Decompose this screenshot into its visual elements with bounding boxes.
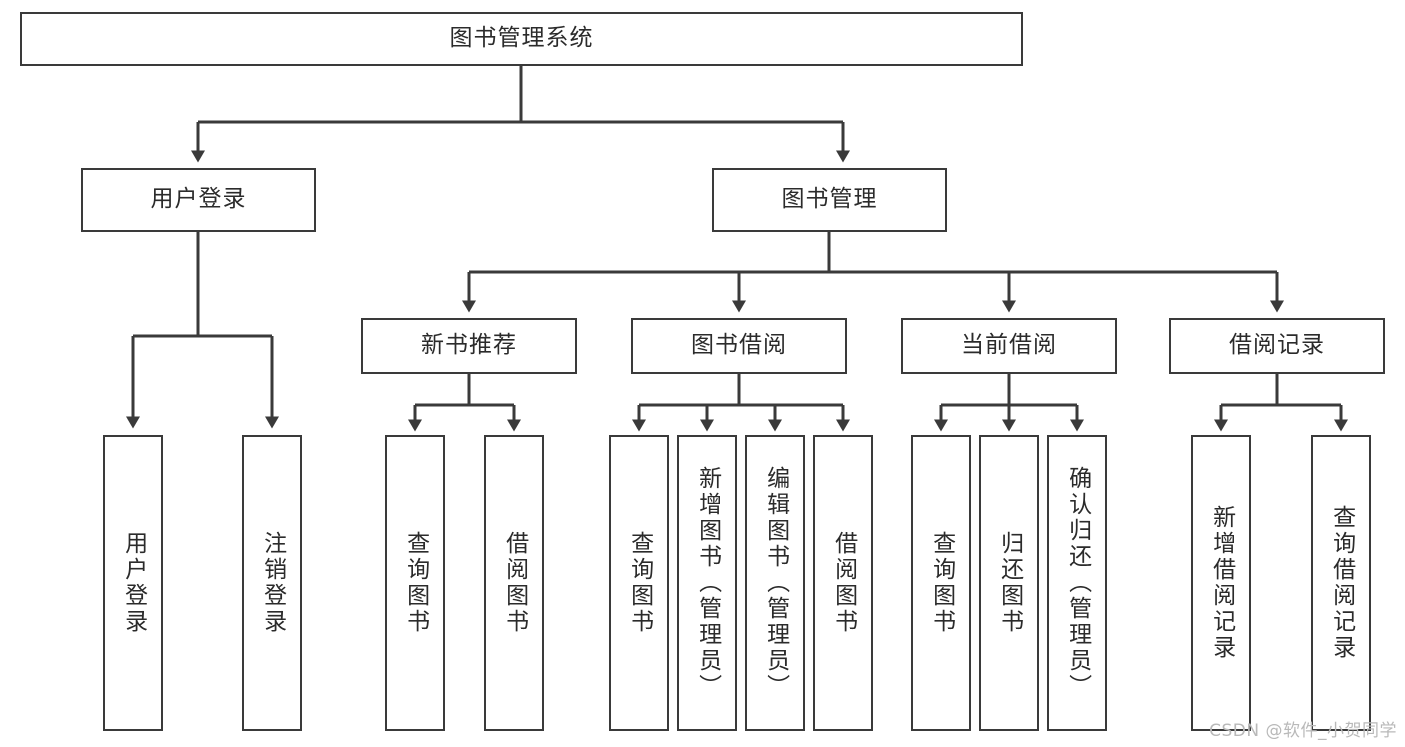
- node-leaf-user-login[interactable]: 用户登录: [103, 435, 163, 731]
- node-leaf-rec-query-label: 查询图书: [402, 531, 429, 635]
- node-leaf-logout[interactable]: 注销登录: [242, 435, 302, 731]
- node-leaf-borrow-do-label: 借阅图书: [830, 531, 857, 635]
- node-new-book-rec[interactable]: 新书推荐: [361, 318, 577, 374]
- node-leaf-cur-query[interactable]: 查询图书: [911, 435, 971, 731]
- node-leaf-rec-add[interactable]: 新增借阅记录: [1191, 435, 1251, 731]
- node-leaf-rec-borrow-label: 借阅图书: [501, 531, 528, 635]
- node-leaf-borrow-do[interactable]: 借阅图书: [813, 435, 873, 731]
- node-root-label: 图书管理系统: [449, 25, 594, 52]
- node-leaf-cur-return[interactable]: 归还图书: [979, 435, 1039, 731]
- node-leaf-borrow-add[interactable]: 新增图书（管理员）: [677, 435, 737, 731]
- node-current-borrow[interactable]: 当前借阅: [901, 318, 1117, 374]
- node-borrow-record[interactable]: 借阅记录: [1169, 318, 1385, 374]
- node-leaf-cur-confirm[interactable]: 确认归还（管理员）: [1047, 435, 1107, 731]
- node-leaf-borrow-edit[interactable]: 编辑图书（管理员）: [745, 435, 805, 731]
- node-leaf-user-login-label: 用户登录: [120, 531, 147, 635]
- node-leaf-cur-query-label: 查询图书: [928, 531, 955, 635]
- node-borrow-record-label: 借阅记录: [1229, 332, 1325, 359]
- node-leaf-cur-confirm-label: 确认归还（管理员）: [1064, 466, 1091, 700]
- node-leaf-borrow-add-label: 新增图书（管理员）: [694, 466, 721, 700]
- node-book-manage-label: 图书管理: [781, 186, 878, 213]
- node-leaf-logout-label: 注销登录: [259, 531, 286, 635]
- watermark-text: CSDN @软件_小贺同学: [1209, 721, 1397, 741]
- node-user-login[interactable]: 用户登录: [81, 168, 316, 232]
- node-leaf-rec-query-rec[interactable]: 查询借阅记录: [1311, 435, 1371, 731]
- node-leaf-cur-return-label: 归还图书: [996, 531, 1023, 635]
- node-leaf-borrow-query[interactable]: 查询图书: [609, 435, 669, 731]
- node-book-borrow-label: 图书借阅: [691, 332, 787, 359]
- node-leaf-rec-query[interactable]: 查询图书: [385, 435, 445, 731]
- node-leaf-rec-borrow[interactable]: 借阅图书: [484, 435, 544, 731]
- node-leaf-borrow-edit-label: 编辑图书（管理员）: [762, 466, 789, 700]
- node-book-borrow[interactable]: 图书借阅: [631, 318, 847, 374]
- node-user-login-label: 用户登录: [150, 186, 247, 213]
- node-leaf-rec-add-label: 新增借阅记录: [1208, 505, 1235, 661]
- node-leaf-rec-query-rec-label: 查询借阅记录: [1328, 505, 1355, 661]
- node-book-manage[interactable]: 图书管理: [712, 168, 947, 232]
- node-leaf-borrow-query-label: 查询图书: [626, 531, 653, 635]
- node-current-borrow-label: 当前借阅: [961, 332, 1057, 359]
- node-root[interactable]: 图书管理系统: [20, 12, 1023, 66]
- node-new-book-rec-label: 新书推荐: [421, 332, 517, 359]
